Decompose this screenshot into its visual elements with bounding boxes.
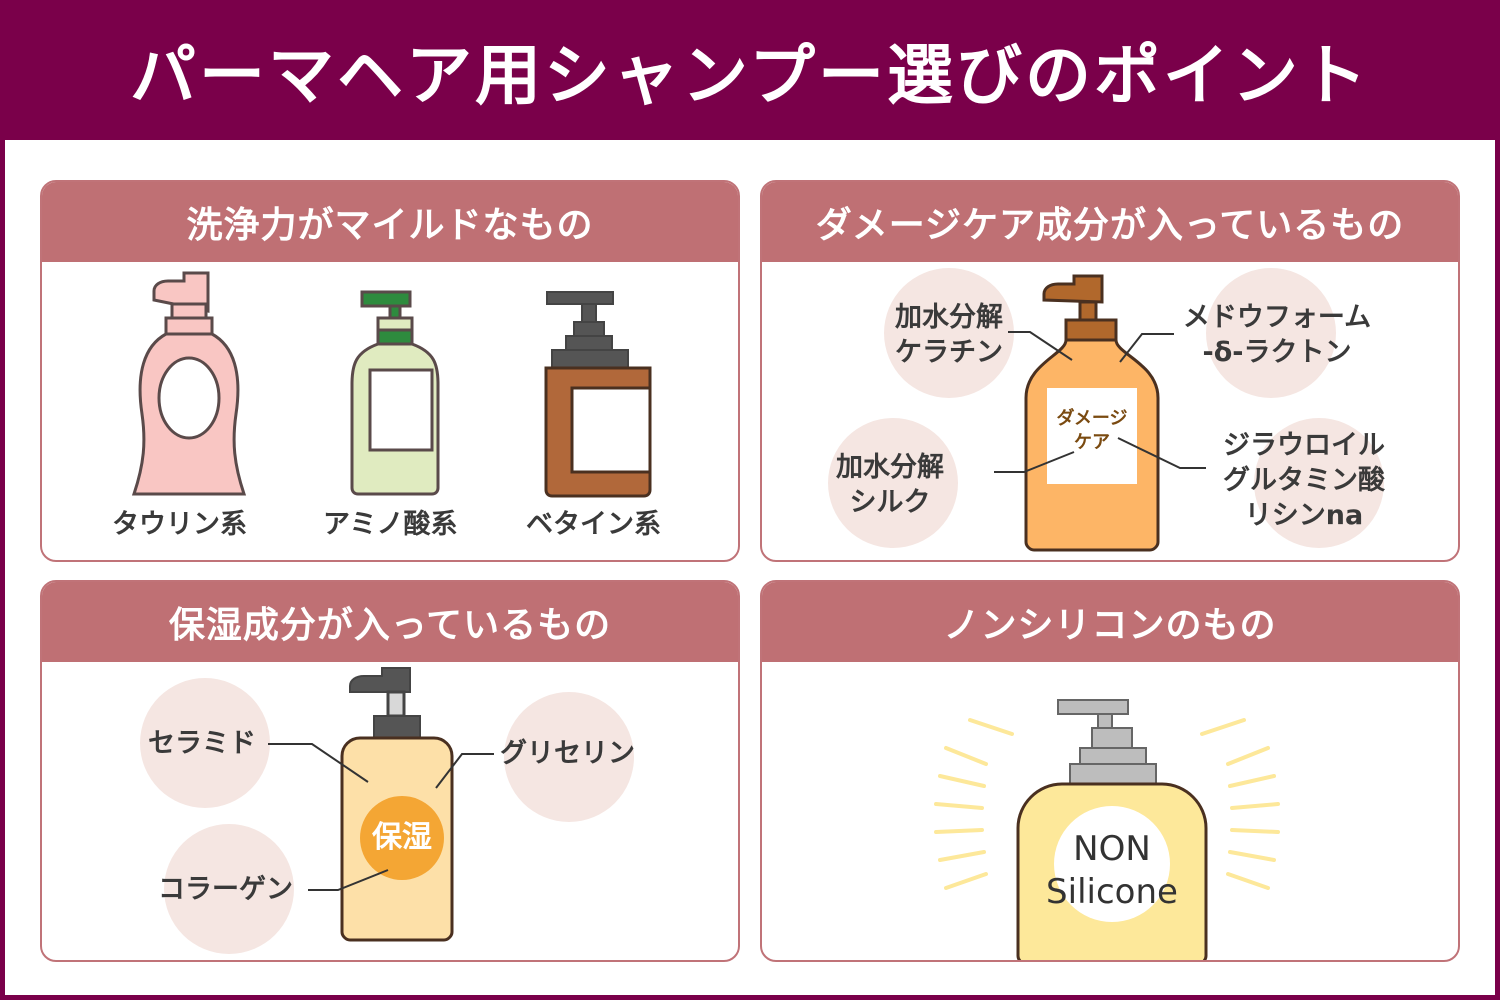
panel-body-damage: ダメージ ケア 加水分解 ケラチン メドウフォーム -δ-ラクトン 加水分解 シ… [762,262,1458,560]
meadow-line1: メドウフォーム [1182,302,1372,333]
panel-non-silicone: ノンシリコンのもの [760,580,1460,962]
label-glycerin: グリセリン [500,738,635,769]
silk-line1: 加水分解 [836,452,944,483]
panel-moisturizing: 保湿成分が入っているもの 保湿 セラミド グリセリン コラーゲン [40,580,740,962]
page-title: パーマヘア用シャンプー選びのポイント [129,37,1371,114]
orange-bottle-icon [1024,274,1160,552]
bubble-ceramide [140,678,270,808]
panel-header-nonsilicone: ノンシリコンのもの [762,582,1458,662]
panel-mild-cleansing: 洗浄力がマイルドなもの [40,180,740,562]
cream-bottle-icon [340,667,454,942]
title-bar: パーマヘア用シャンプー選びのポイント [0,0,1500,140]
yellow-bottle-icon [1016,699,1208,960]
label-taurine: タウリン系 [112,509,247,540]
brown-bottle-icon [544,291,652,498]
sparkle-lines-left-icon [934,718,1014,890]
label-hydrolyzed-silk: 加水分解 シルク [820,450,960,520]
panel-header-damage: ダメージケア成分が入っているもの [762,182,1458,262]
leader-ceramide [268,743,369,783]
leader-glycerin [435,753,494,789]
bubble-glycerin [504,692,634,822]
label-ceramide: セラミド [148,728,256,759]
non-silicone-line2: Silicone [1046,871,1178,912]
panel-body-mild: タウリン系 アミノ酸系 ベタイン系 [42,262,738,560]
damage-care-label-line2: ケア [1074,432,1110,454]
content-area: 洗浄力がマイルドなもの [5,140,1495,995]
leader-silk [994,451,1075,473]
bubble-keratin [884,268,1014,398]
label-dilauroyl-glutamate: ジラウロイル グルタミン酸 リシンna [1214,428,1394,533]
label-betaine: ベタイン系 [526,509,661,540]
lauroyl-line1: ジラウロイル [1223,430,1385,461]
damage-care-label: ダメージ ケア [1047,407,1137,456]
label-hydrolyzed-keratin: 加水分解 ケラチン [874,300,1024,370]
bubble-lauroyl [1254,418,1384,548]
leader-keratin [1008,331,1073,361]
damage-care-label-line1: ダメージ [1056,408,1128,429]
panel-header-moisture: 保湿成分が入っているもの [42,582,738,662]
panel-header-mild: 洗浄力がマイルドなもの [42,182,738,262]
lauroyl-line2: グルタミン酸 [1223,465,1385,497]
leader-meadowfoam [1119,333,1174,363]
bubble-collagen [164,824,294,954]
label-collagen: コラーゲン [158,874,293,905]
bubble-silk [828,418,958,548]
leader-collagen [308,869,389,891]
lauroyl-line3: リシンna [1244,500,1364,532]
silk-line2: シルク [849,487,931,519]
panel-body-nonsilicone: NON Silicone [762,662,1458,960]
keratin-line2: ケラチン [895,337,1003,369]
label-meadowfoam: メドウフォーム -δ-ラクトン [1172,300,1382,370]
panel-body-moisture: 保湿 セラミド グリセリン コラーゲン [42,662,738,960]
non-silicone-label: NON Silicone [1032,828,1192,913]
bubble-meadowfoam [1206,268,1336,398]
pink-bottle-icon [131,271,247,496]
moisture-badge: 保湿 [372,820,432,855]
damage-bottle-illustration [994,274,1206,552]
green-bottle-icon [350,290,440,496]
leader-lauroyl [1117,437,1206,469]
panel-damage-care: ダメージケア成分が入っているもの ダメー [760,180,1460,562]
bottles-illustration [131,271,652,498]
nonsilicone-bottle-illustration [934,699,1280,960]
label-amino-acid: アミノ酸系 [323,509,458,540]
keratin-line1: 加水分解 [895,302,1003,333]
non-silicone-line1: NON [1073,829,1151,869]
sparkle-lines-right-icon [1200,718,1280,890]
moisture-bottle-illustration [268,667,494,942]
meadow-line2: -δ-ラクトン [1202,337,1352,369]
